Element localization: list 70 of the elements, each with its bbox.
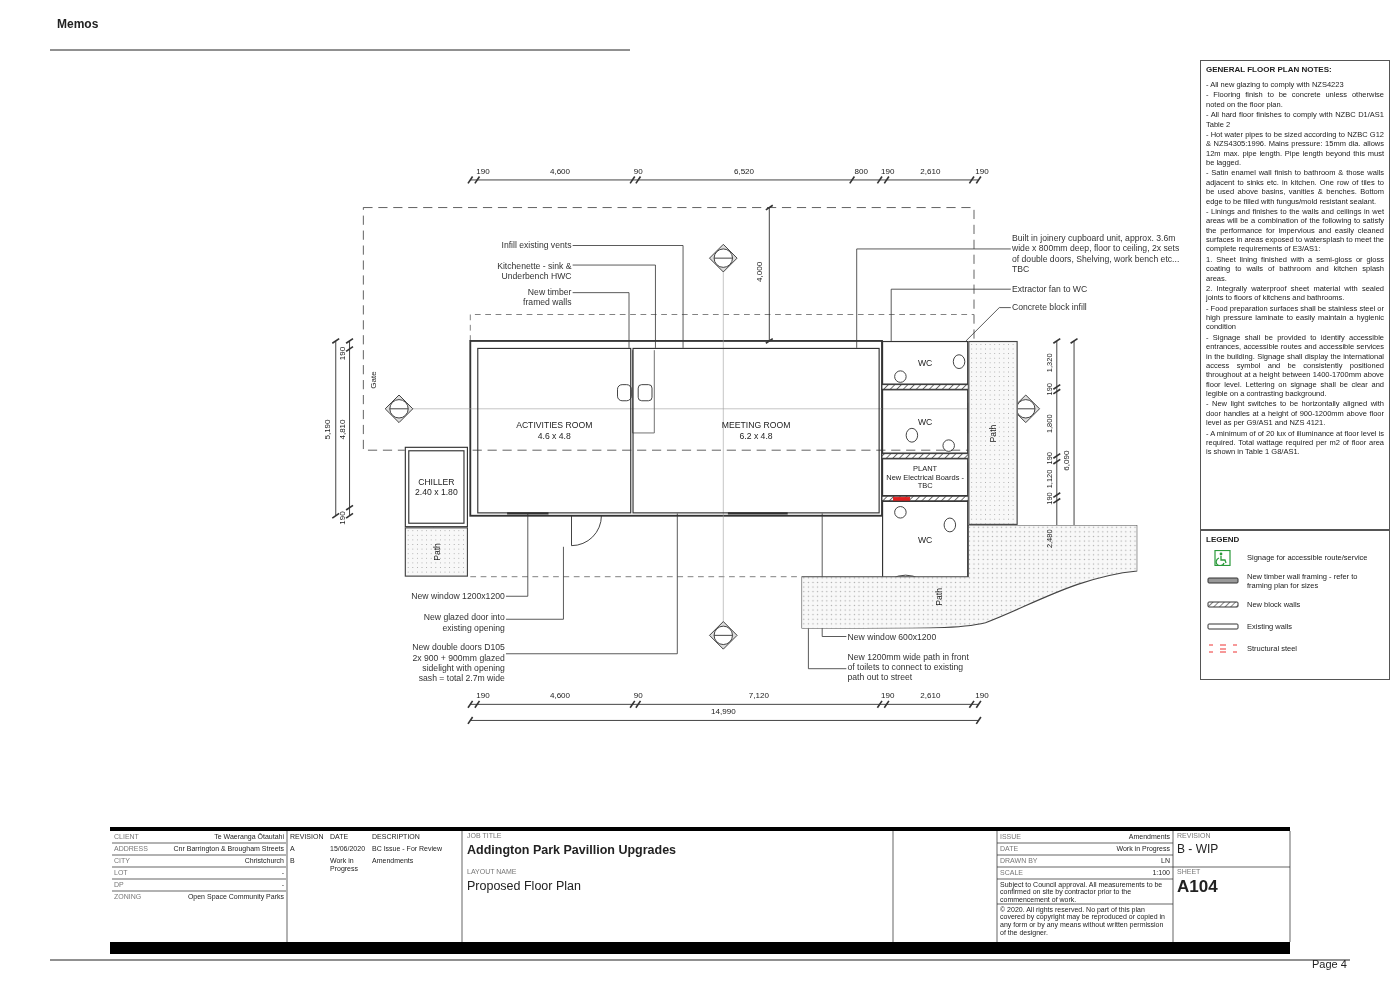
callout-text: New glazed door into existing opening xyxy=(418,612,505,634)
dimension-text: 14,990 xyxy=(711,707,736,718)
callout-text: New double doors D105 2x 900 + 900mm glazed sidelight with opening sash = total 2.7m wide xyxy=(410,642,505,684)
callout-text: New window 1200x1200 xyxy=(395,590,505,601)
dimension-text: 4,600 xyxy=(549,167,571,177)
chiller-unit xyxy=(404,446,468,528)
room-label: WC xyxy=(917,534,933,546)
leader-line xyxy=(505,546,564,620)
dimension-text: 4,000 xyxy=(755,261,765,283)
revision-code: B - WIP xyxy=(1177,842,1219,857)
dimension-text: 7,120 xyxy=(748,691,770,702)
path-area xyxy=(801,524,1138,629)
room-label: Path xyxy=(431,543,442,561)
leader-line xyxy=(856,248,1012,349)
dimension-text: 190 xyxy=(476,167,490,177)
room-label: ACTIVITIES ROOM xyxy=(516,420,593,431)
room-label: Path xyxy=(934,587,945,606)
layout-name: Proposed Floor Plan xyxy=(467,879,581,894)
room-note: 4.6 x 4.8 xyxy=(537,430,571,441)
leader-line xyxy=(965,307,1012,342)
room-outline xyxy=(882,340,969,385)
leader-line xyxy=(890,288,1012,342)
page-number: Page 4 xyxy=(1312,958,1347,972)
room-label: MEETING ROOM xyxy=(721,420,791,431)
leader-line xyxy=(505,513,678,655)
room-note: 2.40 x 1.80 xyxy=(415,487,458,498)
dimension-text: 6,520 xyxy=(733,167,755,177)
leader-line xyxy=(572,292,630,349)
leader-line xyxy=(821,513,847,637)
dimension-text: 190 xyxy=(975,691,989,702)
dimension-text: 90 xyxy=(633,691,643,702)
dimension-text: 90 xyxy=(633,167,643,177)
dimension-text: 190 xyxy=(881,691,895,702)
sheet-number: A104 xyxy=(1177,877,1218,898)
dimension-text: 6,090 xyxy=(1062,450,1072,471)
path-area xyxy=(968,340,1018,525)
room-label: CHILLER xyxy=(418,476,455,487)
callout-text: Built in joinery cupboard unit, approx. 3.6m wide x 800mm deep, floor to ceiling, 2x sets of double doors, Shelving, work bench etc... TBC xyxy=(1011,232,1187,275)
room-label: WC xyxy=(917,357,933,368)
leader-line xyxy=(505,513,529,597)
dimension-text: 2,610 xyxy=(920,167,941,177)
callout-text: Kitchenette - sink & Underbench HWC xyxy=(479,260,572,282)
dimension-text: 4,810 xyxy=(337,419,347,440)
leader-line xyxy=(808,628,847,670)
callout-text: New 1200mm wide path in front of toilets to connect to existing path out to street xyxy=(847,651,974,683)
dimension-text: 190 xyxy=(476,691,490,702)
callout-text: Concrete block infill xyxy=(1011,301,1127,313)
leader-line xyxy=(572,264,656,349)
leader-line xyxy=(572,245,684,349)
dimension-text: 800 xyxy=(854,167,868,177)
dimension-text: 190 xyxy=(337,511,347,525)
dimension-text: 2,610 xyxy=(920,691,941,702)
dimension-text: 190 xyxy=(337,346,347,361)
notes-heading: GENERAL FLOOR PLAN NOTES: xyxy=(1206,65,1333,75)
header-text: Memos xyxy=(57,17,99,32)
callout-text: Extractor fan to WC xyxy=(1011,283,1127,294)
room-note: 6.2 x 4.8 xyxy=(739,430,773,441)
gate-label: Gate xyxy=(368,371,378,389)
dimension-text: 4,600 xyxy=(549,691,571,702)
room-label: WC xyxy=(917,416,933,427)
callout-text: Infill existing vents xyxy=(462,239,572,251)
room-label: Path xyxy=(987,424,999,442)
dimension-text: 190 xyxy=(881,167,895,177)
dimension-text: 190 xyxy=(975,167,989,177)
callout-text: New timber framed walls xyxy=(500,286,572,308)
dimension-text: 5,190 xyxy=(322,419,332,440)
job-title: Addington Park Pavillion Upgrades xyxy=(467,843,677,858)
legend-heading: LEGEND xyxy=(1206,535,1241,545)
callout-text: New window 600x1200 xyxy=(847,631,963,643)
path-area xyxy=(404,527,468,577)
